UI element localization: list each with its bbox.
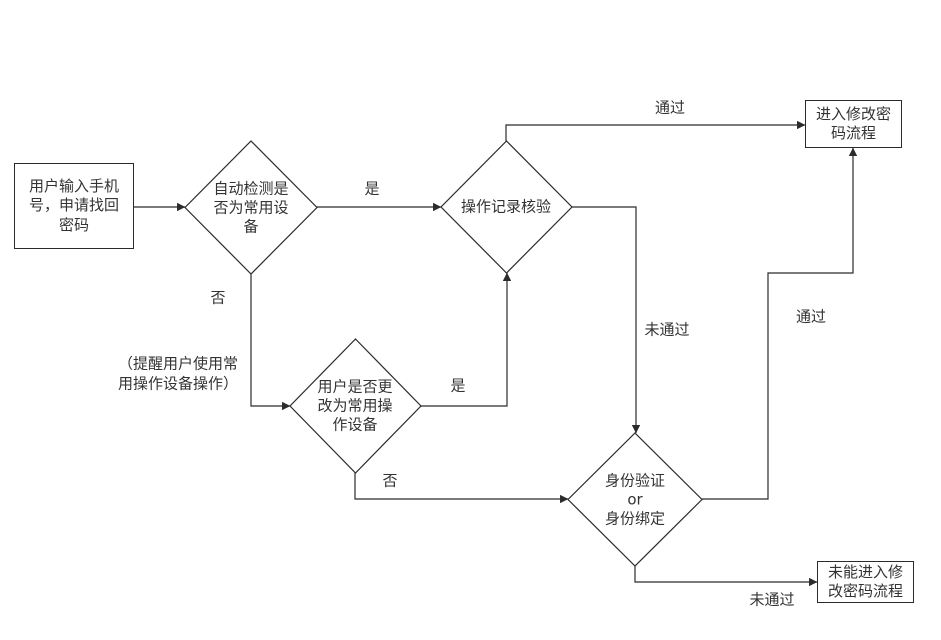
edge-change-no-to-identity (354, 473, 569, 504)
node-enter-reset: 进入修改密 码流程 (805, 100, 902, 148)
diamond-detect-device (184, 140, 318, 275)
edge-detect-no-to-change-device (250, 274, 291, 411)
diamond-record-check (440, 140, 573, 274)
edge-label-change-no: 否 (382, 471, 398, 490)
edge-change-yes-to-record-check (421, 272, 512, 407)
edge-record-pass-to-enter-reset (505, 120, 806, 141)
node-identity-label: 身份验证 or 身份绑定 (604, 471, 666, 528)
edge-label-identity-pass: 通过 (795, 307, 827, 326)
diamond-change-device (289, 338, 422, 474)
node-detect-device-label: 自动检测是 否为常用设 备 (213, 179, 289, 236)
node-start: 用户输入手机 号，申请找回 密码 (14, 163, 134, 249)
edge-label-change-yes: 是 (450, 376, 466, 395)
edge-record-fail-to-identity (572, 206, 641, 434)
edge-label-identity-fail: 未通过 (749, 590, 795, 609)
edge-identity-pass-to-enter-reset (702, 147, 858, 500)
remind-note: （提醒用户使用常 用操作设备操作） (117, 354, 239, 393)
edge-label-detect-no: 否 (210, 288, 226, 307)
node-change-device-label: 用户是否更 改为常用操 作设备 (317, 377, 393, 434)
edge-label-detect-yes: 是 (364, 179, 380, 198)
edge-label-record-pass: 通过 (654, 98, 686, 117)
node-fail-reset: 未能进入修 改密码流程 (817, 561, 914, 603)
diamond-identity (567, 432, 703, 567)
edge-label-record-fail: 未通过 (644, 320, 690, 339)
edge-identity-fail-to-fail-reset (634, 566, 818, 587)
node-record-check-label: 操作记录核验 (460, 197, 552, 216)
